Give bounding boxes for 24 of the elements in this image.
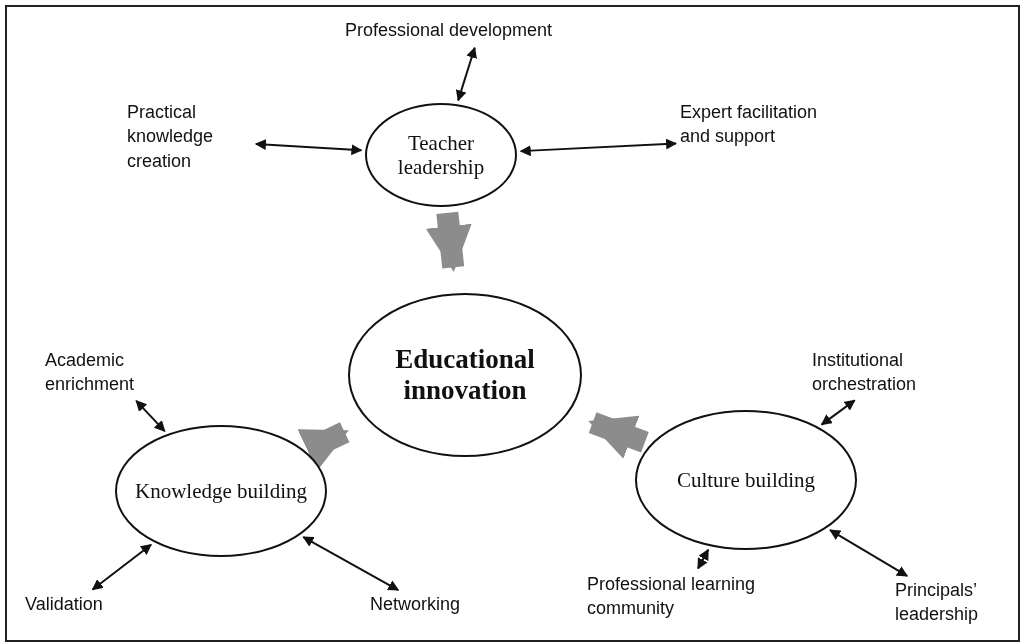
node-text: Knowledge building [134,478,308,504]
node-label: Principals’ leadership [895,578,1010,627]
node-text: Culture building [676,467,816,493]
node-label: Academic enrichment [45,348,175,397]
double-arrow [697,548,710,570]
node-label: Practical knowledge creation [127,100,252,173]
double-arrow [519,138,678,157]
double-arrow [254,139,363,156]
node-label: Institutional orchestration [812,348,972,397]
node-label: Professional learning community [587,572,777,621]
double-arrow [820,399,856,426]
node-label: Expert facilitation and support [680,100,820,149]
block-arrow [588,412,649,459]
node-label: Validation [25,592,120,617]
double-arrow [829,529,909,577]
node-text: Educational innovation [394,343,536,407]
node-label: Networking [370,592,480,617]
node-label: Professional development [345,18,615,43]
node-text: Teacher leadership [396,130,486,180]
double-arrow [135,399,166,433]
double-arrow [455,46,477,102]
double-arrow [302,536,400,592]
block-arrow [425,211,472,272]
double-arrow [91,543,153,591]
